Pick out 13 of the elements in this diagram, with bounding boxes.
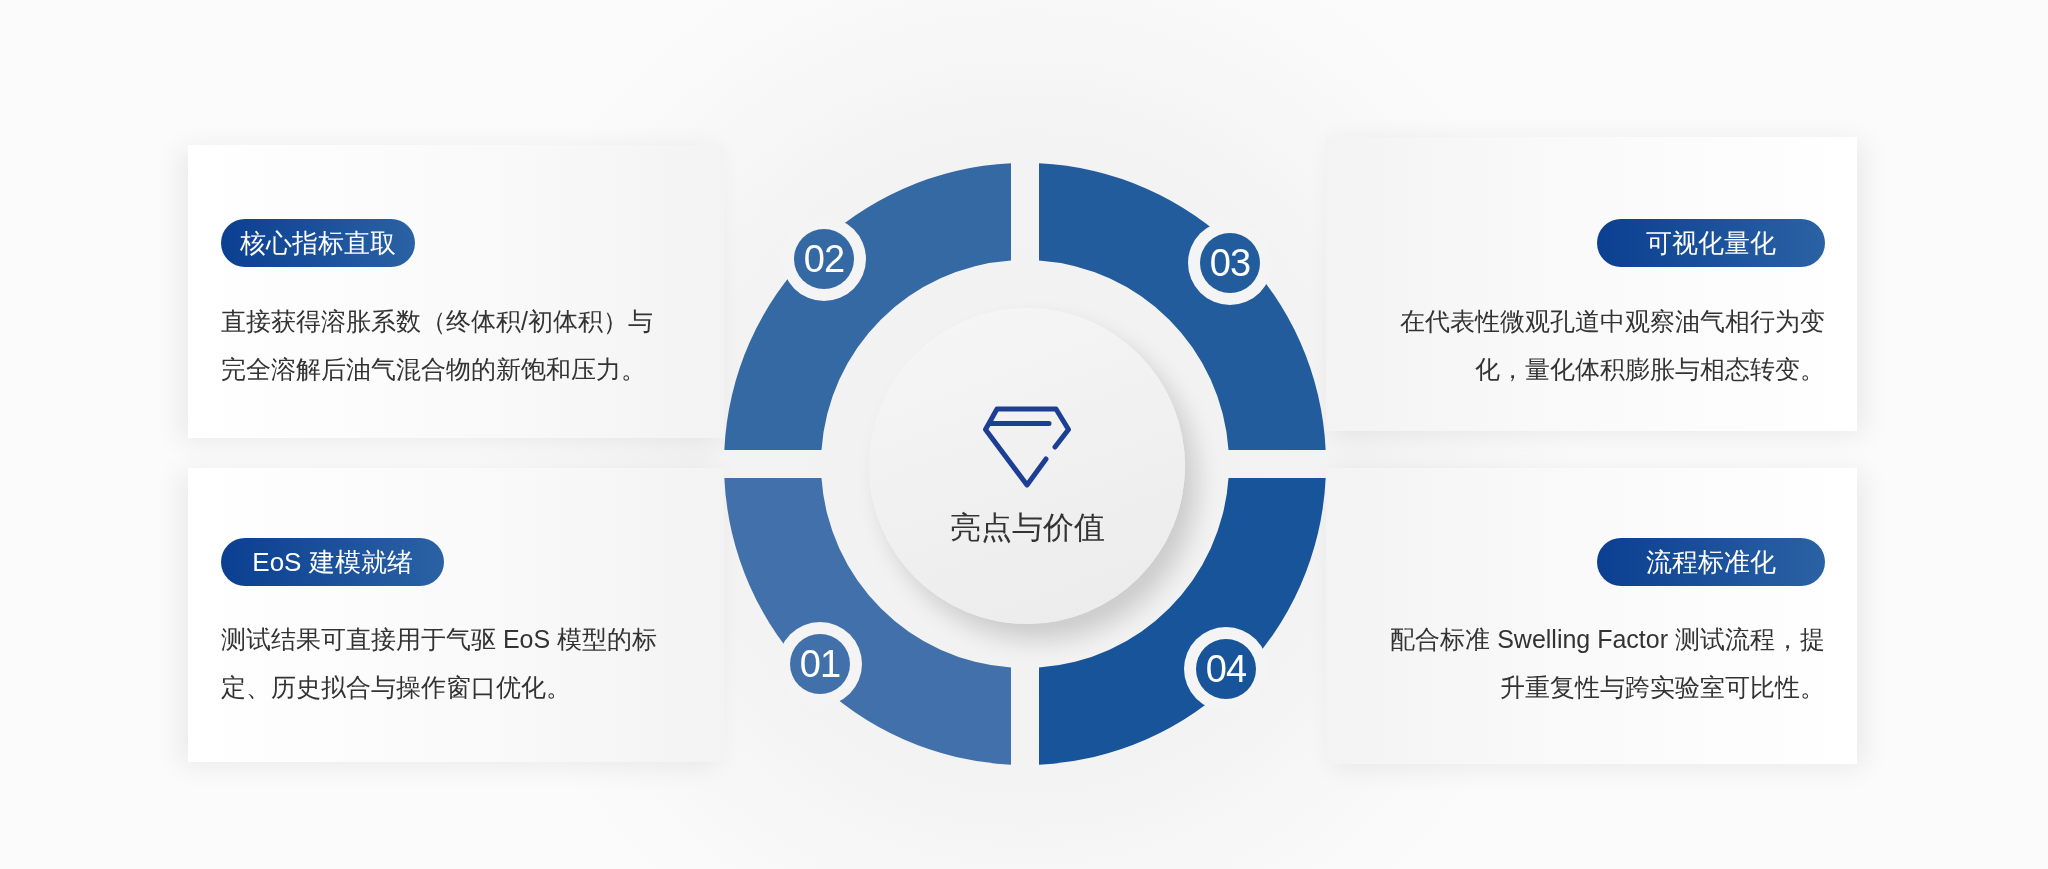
- description-text: 配合标准 Swelling Factor 测试流程，提升重复性与跨实验室可比性。: [1389, 624, 1825, 703]
- heading-pill: 流程标准化: [1597, 538, 1825, 586]
- info-card: [188, 145, 724, 438]
- description-text: 在代表性微观孔道中观察油气相行为变化，量化体积膨胀与相态转变。: [1399, 306, 1825, 385]
- heading-pill: 核心指标直取: [221, 219, 415, 267]
- description-text: 直接获得溶胀系数（终体积/初体积）与完全溶解后油气混合物的新饱和压力。: [221, 306, 654, 385]
- info-card: [1326, 137, 1857, 431]
- heading-pill: EoS 建模就绪: [221, 538, 444, 586]
- heading-pill: 可视化量化: [1597, 219, 1825, 267]
- center-title: 亮点与价值: [949, 509, 1105, 547]
- info-card: [188, 468, 724, 762]
- info-card: [1326, 468, 1857, 764]
- description-text: 测试结果可直接用于气驱 EoS 模型的标定、历史拟合与操作窗口优化。: [221, 624, 659, 703]
